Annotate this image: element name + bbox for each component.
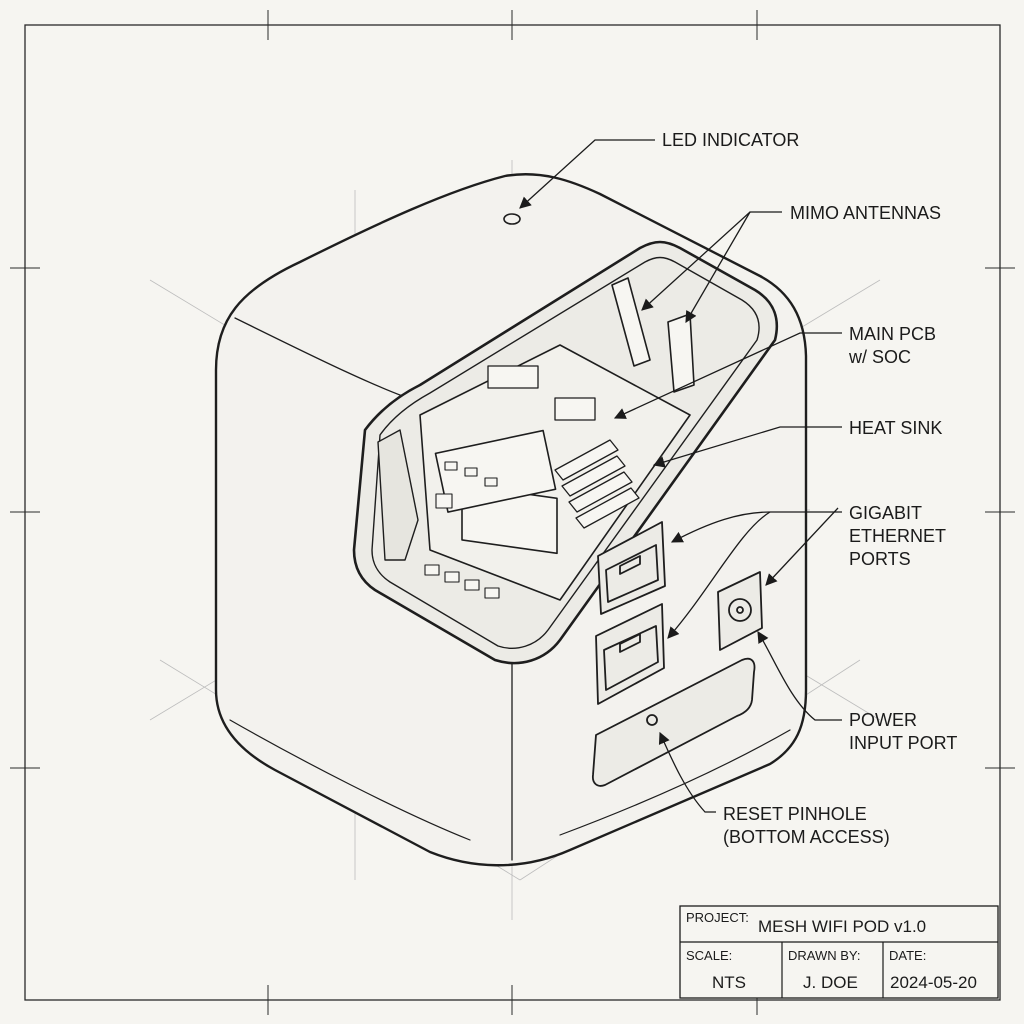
side-ports [592, 521, 763, 787]
label-ethernet: ETHERNET [849, 526, 946, 546]
label-main-pcb: MAIN PCB [849, 324, 936, 344]
scale-label: SCALE: [686, 948, 732, 963]
reset-recess [592, 657, 756, 787]
leader-reset [658, 731, 716, 813]
drawn-by-label: DRAWN BY: [788, 948, 860, 963]
antenna-left [611, 277, 651, 367]
label-gigabit: GIGABIT [849, 503, 922, 523]
label-main-pcb-soc: w/ SOC [848, 347, 911, 367]
leader-led [519, 139, 655, 209]
small-chip-1 [487, 365, 539, 389]
antenna-right [667, 313, 695, 393]
leader-pcb [613, 332, 842, 419]
registration-ticks [10, 10, 1015, 1015]
smd-components [424, 461, 500, 599]
scale-value: NTS [712, 973, 746, 992]
small-chip-2 [554, 397, 596, 421]
drawing-frame [10, 10, 1015, 1015]
leader-power [765, 507, 839, 586]
memory-chip [434, 429, 557, 513]
date-value: 2024-05-20 [890, 973, 977, 992]
left-inner-wall [377, 429, 419, 561]
callout-labels: LED INDICATOR MIMO ANTENNAS MAIN PCB w/ … [662, 130, 957, 847]
label-power: POWER [849, 710, 917, 730]
bottom-left-edge [229, 719, 471, 841]
heat-sink-fins [554, 439, 640, 529]
leader-eth-b [667, 511, 771, 639]
cutaway-inner-rim [371, 256, 760, 649]
ethernet-port-lower [595, 603, 665, 705]
bottom-right-edge [559, 729, 791, 836]
title-block-box [679, 905, 999, 999]
title-block: PROJECT: MESH WIFI POD v1.0 SCALE: NTS D… [679, 905, 999, 999]
label-input-port: INPUT PORT [849, 733, 957, 753]
label-mimo-antennas: MIMO ANTENNAS [790, 203, 941, 223]
drawn-by-value: J. DOE [803, 973, 858, 992]
label-heat-sink: HEAT SINK [849, 418, 942, 438]
project-value: MESH WIFI POD v1.0 [758, 917, 926, 936]
power-input-jack [717, 571, 763, 651]
leader-power-bottom [757, 630, 842, 721]
led-indicator-dot [503, 213, 521, 225]
label-ports: PORTS [849, 549, 911, 569]
leader-eth-a [670, 511, 842, 543]
leader-heatsink [652, 426, 842, 468]
label-bottom-access: (BOTTOM ACCESS) [723, 827, 890, 847]
label-led-indicator: LED INDICATOR [662, 130, 799, 150]
date-label: DATE: [889, 948, 926, 963]
ethernet-port-upper [597, 521, 666, 615]
project-label: PROJECT: [686, 910, 749, 925]
leader-mimo-b [685, 211, 751, 324]
label-reset-pinhole: RESET PINHOLE [723, 804, 867, 824]
leader-lines [519, 139, 842, 813]
